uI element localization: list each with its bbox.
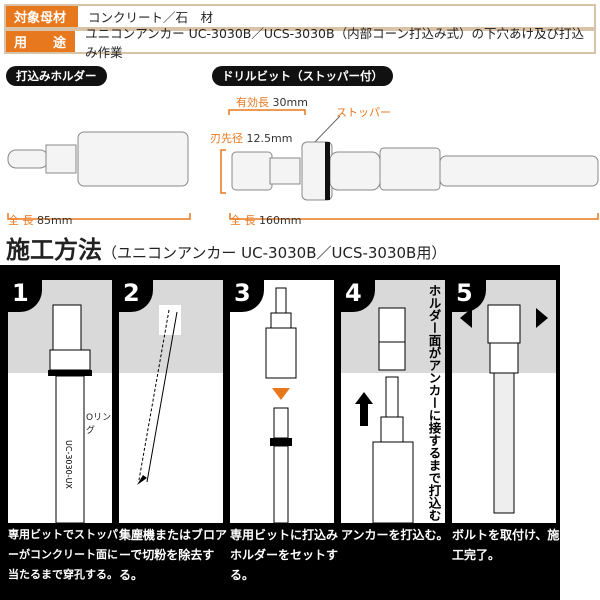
drill-length-bracket: [229, 213, 599, 220]
holder-label: 打込みホルダー: [6, 66, 107, 86]
effective-length-bracket: [228, 109, 306, 115]
drill-drawing: [231, 141, 599, 201]
down-arrow-icon: [272, 388, 290, 400]
spec-row-material: 対象母材 コンクリート／石 材: [4, 4, 596, 29]
step-3: 3: [230, 280, 334, 523]
spec-value: コンクリート／石 材: [88, 10, 214, 25]
step-1: UC-3030-UX Oリング 1: [8, 280, 112, 523]
spec-row-usage: 用 途 ユニコンアンカー UC-3030B／UCS-3030B（内部コーン打込み…: [4, 26, 596, 60]
spec-key: 用 途: [6, 31, 76, 52]
step-4: ホルダー面がアンカーに接するまで打込む 4: [341, 280, 445, 523]
holder-on-bit-drawing: [265, 287, 297, 523]
step-4-caption: アンカーを打込む。: [341, 528, 449, 542]
step-number: 2: [119, 280, 153, 312]
up-arrow-icon: [355, 392, 373, 426]
step-4-note: ホルダー面がアンカーに接するまで打込む: [426, 284, 442, 522]
spec-key: 対象母材: [6, 6, 78, 27]
tip-diameter-label: 刃先径 12.5mm: [210, 132, 293, 145]
o-ring-label: Oリング: [86, 413, 112, 436]
step-2: 2: [119, 280, 223, 523]
product-illustration: [7, 109, 599, 220]
tip-bracket: [220, 149, 226, 194]
step-5-caption: ボルトを取付け、施工完了。: [452, 528, 560, 562]
bolt-installed-drawing: [460, 304, 548, 514]
step-3-caption: 専用ビットに打込みホルダーをセットする。: [230, 528, 339, 582]
drill-length-label: 全 長 160mm: [230, 214, 302, 227]
holder-length-label: 全 長 85mm: [8, 214, 73, 227]
spec-value: ユニコンアンカー UC-3030B／UCS-3030B（内部コーン打込み式）の下…: [85, 25, 584, 60]
anchor-driving-drawing: [355, 307, 414, 523]
method-title: 施工方法（ユニコンアンカー UC-3030B／UCS-3030B用）: [6, 236, 447, 264]
stopper-label: ストッパー: [336, 106, 391, 119]
effective-length-label: 有効長 30mm: [236, 96, 308, 109]
stopper-leader: [311, 115, 341, 146]
steps-panel: UC-3030-UX Oリング 1 2 3 ホルダー面がアンカーに接するまで打込…: [0, 265, 560, 600]
step-2-caption: 集塵機またはブロアーで切粉を除去する。: [119, 528, 228, 582]
holder-drawing: [7, 131, 189, 187]
step-1-caption: 専用ビットでストッパーがコンクリート面に当たるまで穿孔する。: [8, 528, 118, 581]
step-5: 5: [452, 280, 556, 523]
drill-label: ドリルビット（ストッパー付）: [212, 66, 393, 86]
blower-drawing: [137, 305, 181, 485]
holder-length-bracket: [7, 213, 191, 220]
drill-marking: UC-3030-UX: [64, 440, 73, 489]
drill-in-hole-drawing: UC-3030-UX: [48, 304, 92, 523]
